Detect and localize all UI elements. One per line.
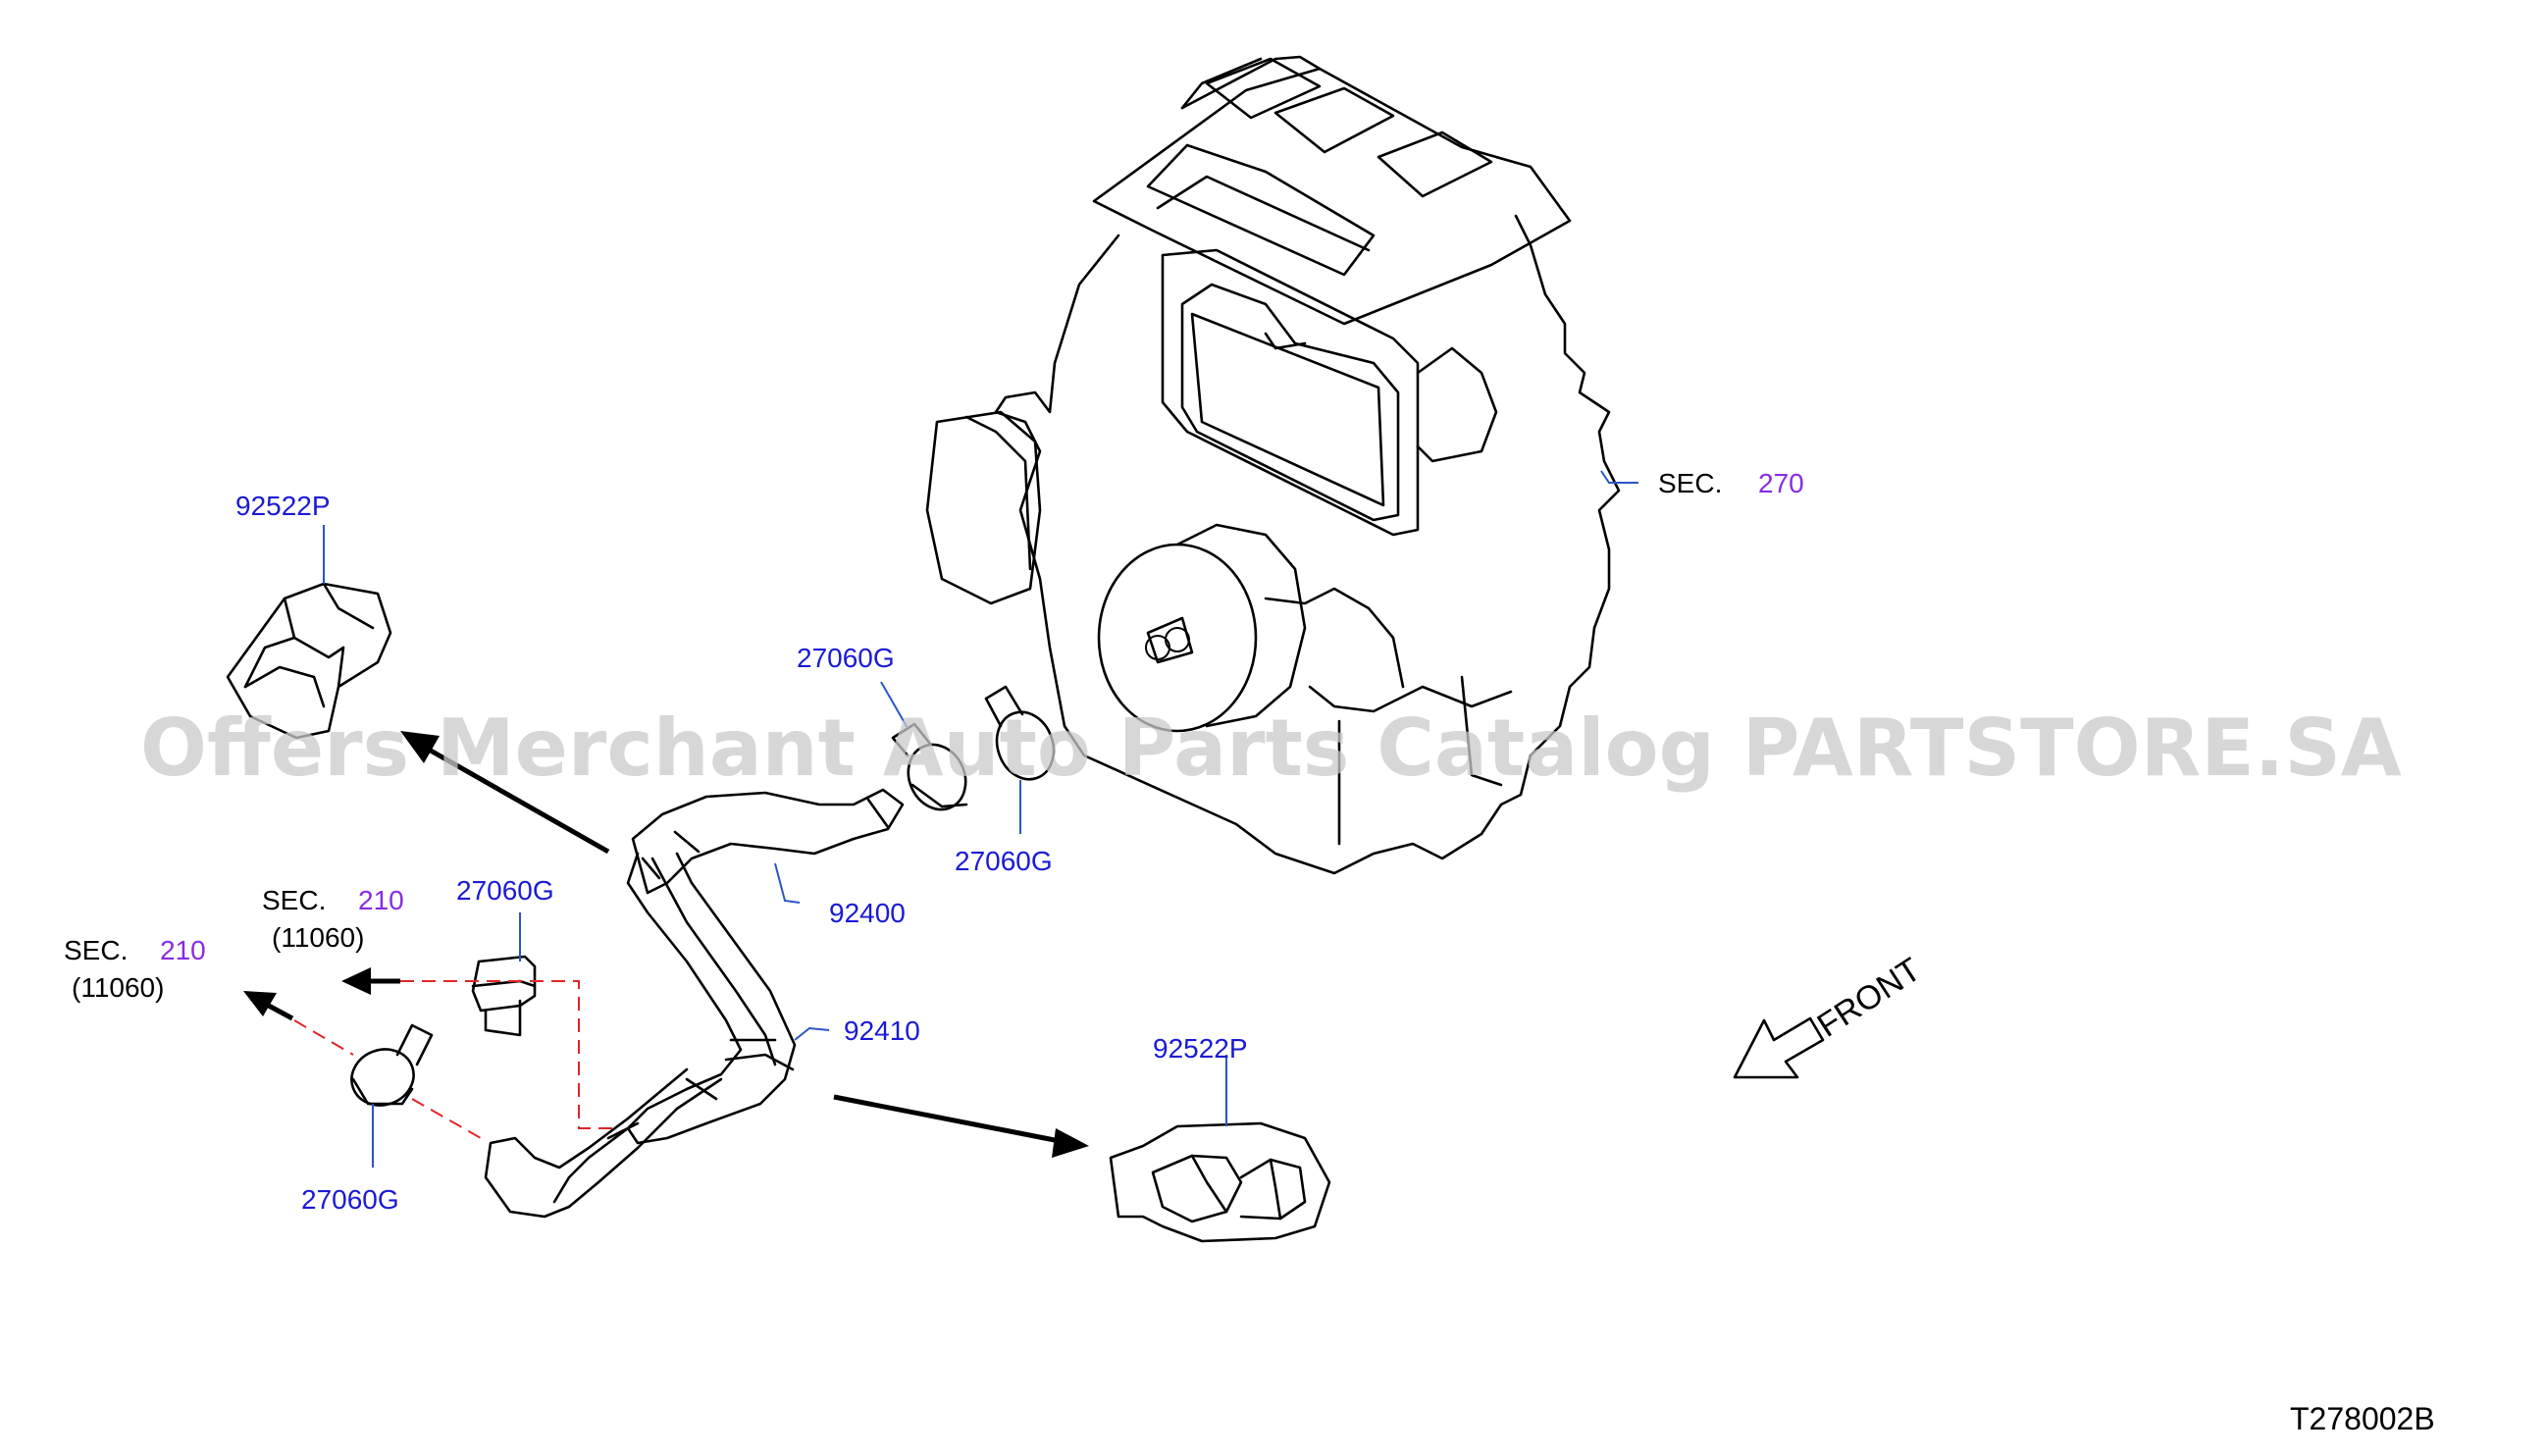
sec210b-prefix: SEC. — [64, 935, 128, 965]
section-ref-210-lower[interactable]: SEC. 210 (11060) — [64, 935, 206, 1003]
direction-arrows — [243, 731, 1089, 1158]
sec210a-number: 210 — [358, 885, 404, 915]
watermark-text: Offers Merchant Auto Parts Catalog PARTS… — [140, 702, 2402, 794]
clamp-27060g-lower-drawing — [350, 1023, 434, 1107]
label-92522p-top[interactable]: 92522P — [235, 491, 331, 521]
hose-92400-drawing — [631, 788, 905, 895]
sec210b-number: 210 — [160, 935, 206, 965]
label-92522p-bottom[interactable]: 92522P — [1153, 1033, 1248, 1064]
clamp-27060g-upper-drawing — [891, 722, 968, 811]
hose-92410-drawing — [484, 852, 797, 1219]
leader-lines — [323, 470, 1638, 1168]
grommet-92522p-bottom-drawing — [1109, 1121, 1331, 1243]
clamp-27060g-right-drawing — [984, 685, 1056, 781]
sec270-number: 270 — [1758, 468, 1804, 498]
section-ref-270[interactable]: SEC. 270 — [1658, 468, 1804, 498]
grommet-92522p-top-drawing — [226, 582, 392, 740]
label-92410[interactable]: 92410 — [844, 1015, 920, 1046]
label-27060g-right[interactable]: 27060G — [955, 846, 1053, 876]
drawing-id: T278002B — [2290, 1401, 2435, 1436]
heater-unit-drawing — [925, 55, 1621, 875]
sec270-prefix: SEC. — [1658, 468, 1722, 498]
sec210a-subcode: (11060) — [272, 922, 364, 953]
front-arrow-icon — [1733, 1016, 1825, 1079]
label-27060g-left[interactable]: 27060G — [456, 875, 554, 906]
front-label: FRONT — [1811, 951, 1928, 1045]
sec210b-subcode: (11060) — [72, 972, 164, 1003]
label-92400[interactable]: 92400 — [829, 898, 906, 928]
label-27060g-lower[interactable]: 27060G — [301, 1184, 399, 1215]
sec210a-prefix: SEC. — [262, 885, 326, 915]
section-ref-210-upper[interactable]: SEC. 210 (11060) — [262, 885, 404, 953]
clamp-27060g-left-drawing — [471, 955, 537, 1037]
connection-dash-lines — [293, 980, 618, 1139]
label-27060g-upper[interactable]: 27060G — [797, 643, 895, 673]
